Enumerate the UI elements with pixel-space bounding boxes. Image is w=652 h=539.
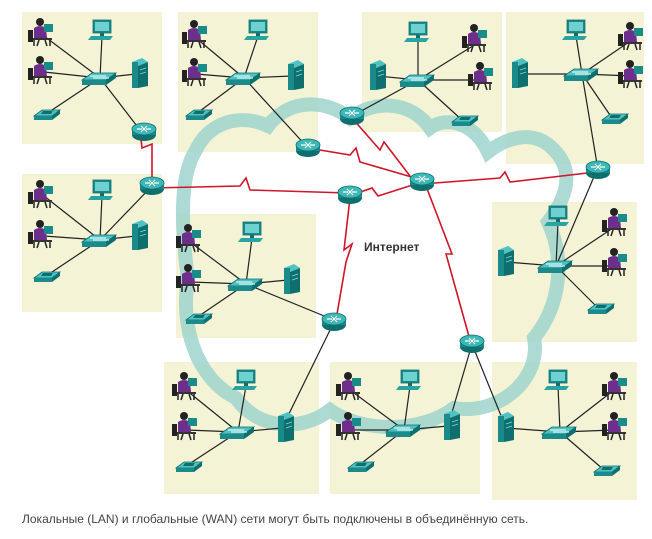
server-icon	[511, 57, 529, 89]
server-icon	[369, 59, 387, 91]
server-icon	[497, 411, 515, 443]
server-icon	[283, 263, 301, 295]
server-icon	[277, 411, 295, 443]
router-icon	[321, 312, 347, 332]
server-icon	[497, 245, 515, 277]
router-icon	[409, 172, 435, 192]
caption: Локальные (LAN) и глобальные (WAN) сети …	[22, 512, 529, 526]
server-icon	[131, 219, 149, 251]
wan-links	[139, 117, 597, 341]
internet-label: Интернет	[364, 240, 420, 254]
lan-links	[43, 35, 633, 471]
server-icon	[131, 57, 149, 89]
server-icon	[443, 409, 461, 441]
router-icon	[585, 160, 611, 180]
router-icon	[339, 106, 365, 126]
network-diagram: Интернет	[22, 12, 644, 500]
server-icon	[287, 59, 305, 91]
router-icon	[337, 185, 363, 205]
router-icon	[295, 138, 321, 158]
router-icon	[131, 122, 157, 142]
router-icon	[139, 176, 165, 196]
router-icon	[459, 334, 485, 354]
